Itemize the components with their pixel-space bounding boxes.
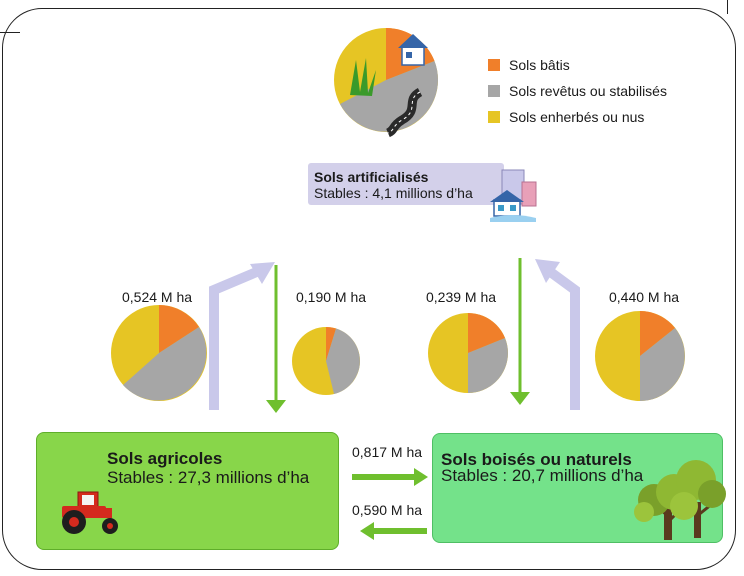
artificial-soil-pie (334, 27, 438, 138)
arrow-artificial-to-agri (266, 265, 286, 413)
wooded-soil-subtitle: Stables : 20,7 millions d’ha (441, 466, 644, 485)
legend-label: Sols revêtus ou stabilisés (509, 83, 667, 99)
arrow-agri-to-artificial (209, 262, 275, 410)
artificial-soil-box (308, 163, 504, 205)
flow-label-artificial-to-bois: 0,239 M ha (426, 289, 497, 305)
pie-artificial-to-bois (428, 313, 508, 393)
arrow-agri-to-bois (352, 468, 428, 486)
arrow-artificial-to-bois (510, 258, 530, 405)
legend-item-enherbe: Sols enherbés ou nus (488, 104, 667, 130)
legend-item-revetu: Sols revêtus ou stabilisés (488, 78, 667, 104)
swatch-enherbe (488, 111, 500, 123)
frame-corner-line (0, 32, 20, 33)
swatch-bati (488, 59, 500, 71)
legend-label: Sols enherbés ou nus (509, 109, 645, 125)
arrow-bois-to-artificial (535, 259, 580, 410)
flow-label-agri-to-artificial: 0,524 M ha (122, 289, 193, 305)
flow-label-bois-to-artificial: 0,440 M ha (609, 289, 680, 305)
buildings-icon (490, 169, 537, 222)
flow-label-agri-to-bois: 0,817 M ha (352, 444, 423, 460)
pie-artificial-to-agri (292, 327, 360, 395)
wooded-soil-title: Sols boisés ou naturels (441, 450, 632, 469)
flow-label-artificial-to-agri: 0,190 M ha (296, 289, 367, 305)
pie-agri-to-artificial (111, 305, 207, 401)
trees-icon (634, 460, 726, 540)
artificial-soil-title: Sols artificialisés (314, 169, 429, 185)
swatch-revetu (488, 85, 500, 97)
legend-label: Sols bâtis (509, 57, 570, 73)
frame-corner-line (727, 0, 728, 14)
agricultural-soil-title: Sols agricoles (107, 449, 223, 468)
artificial-soil-subtitle: Stables : 4,1 millions d’ha (314, 185, 473, 201)
legend-item-bati: Sols bâtis (488, 52, 667, 78)
agricultural-soil-subtitle: Stables : 27,3 millions d’ha (107, 468, 310, 487)
pie-bois-to-artificial (595, 311, 685, 401)
flow-label-bois-to-agri: 0,590 M ha (352, 502, 423, 518)
tractor-icon (62, 491, 118, 534)
arrow-bois-to-agri (360, 522, 427, 540)
agricultural-soil-box (36, 432, 339, 550)
legend: Sols bâtis Sols revêtus ou stabilisés So… (488, 52, 667, 130)
